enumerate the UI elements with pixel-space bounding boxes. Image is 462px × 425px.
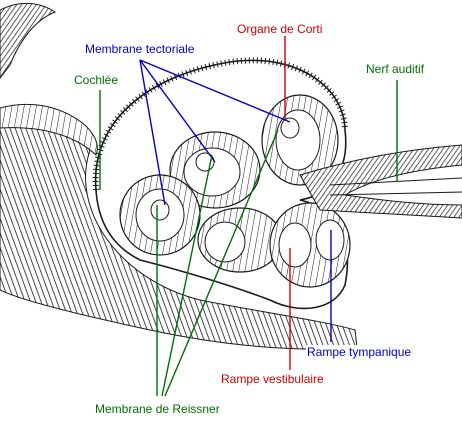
pointer-lines: [99, 36, 398, 397]
upper-tissue-band: [0, 103, 98, 156]
label-nerf-auditif: Nerf auditif: [365, 62, 426, 76]
upper-curve-tissue: [0, 3, 57, 79]
label-cochlee: Cochlée: [73, 73, 120, 87]
label-rampe-vestibulaire: Rampe vestibulaire: [220, 372, 325, 386]
label-rampe-tympanique: Rampe tympanique: [306, 345, 413, 359]
label-organe-de-corti: Organe de Corti: [236, 22, 324, 36]
label-membrane-tectoriale: Membrane tectoriale: [84, 42, 196, 56]
label-membrane-de-reissner: Membrane de Reissner: [94, 402, 221, 416]
